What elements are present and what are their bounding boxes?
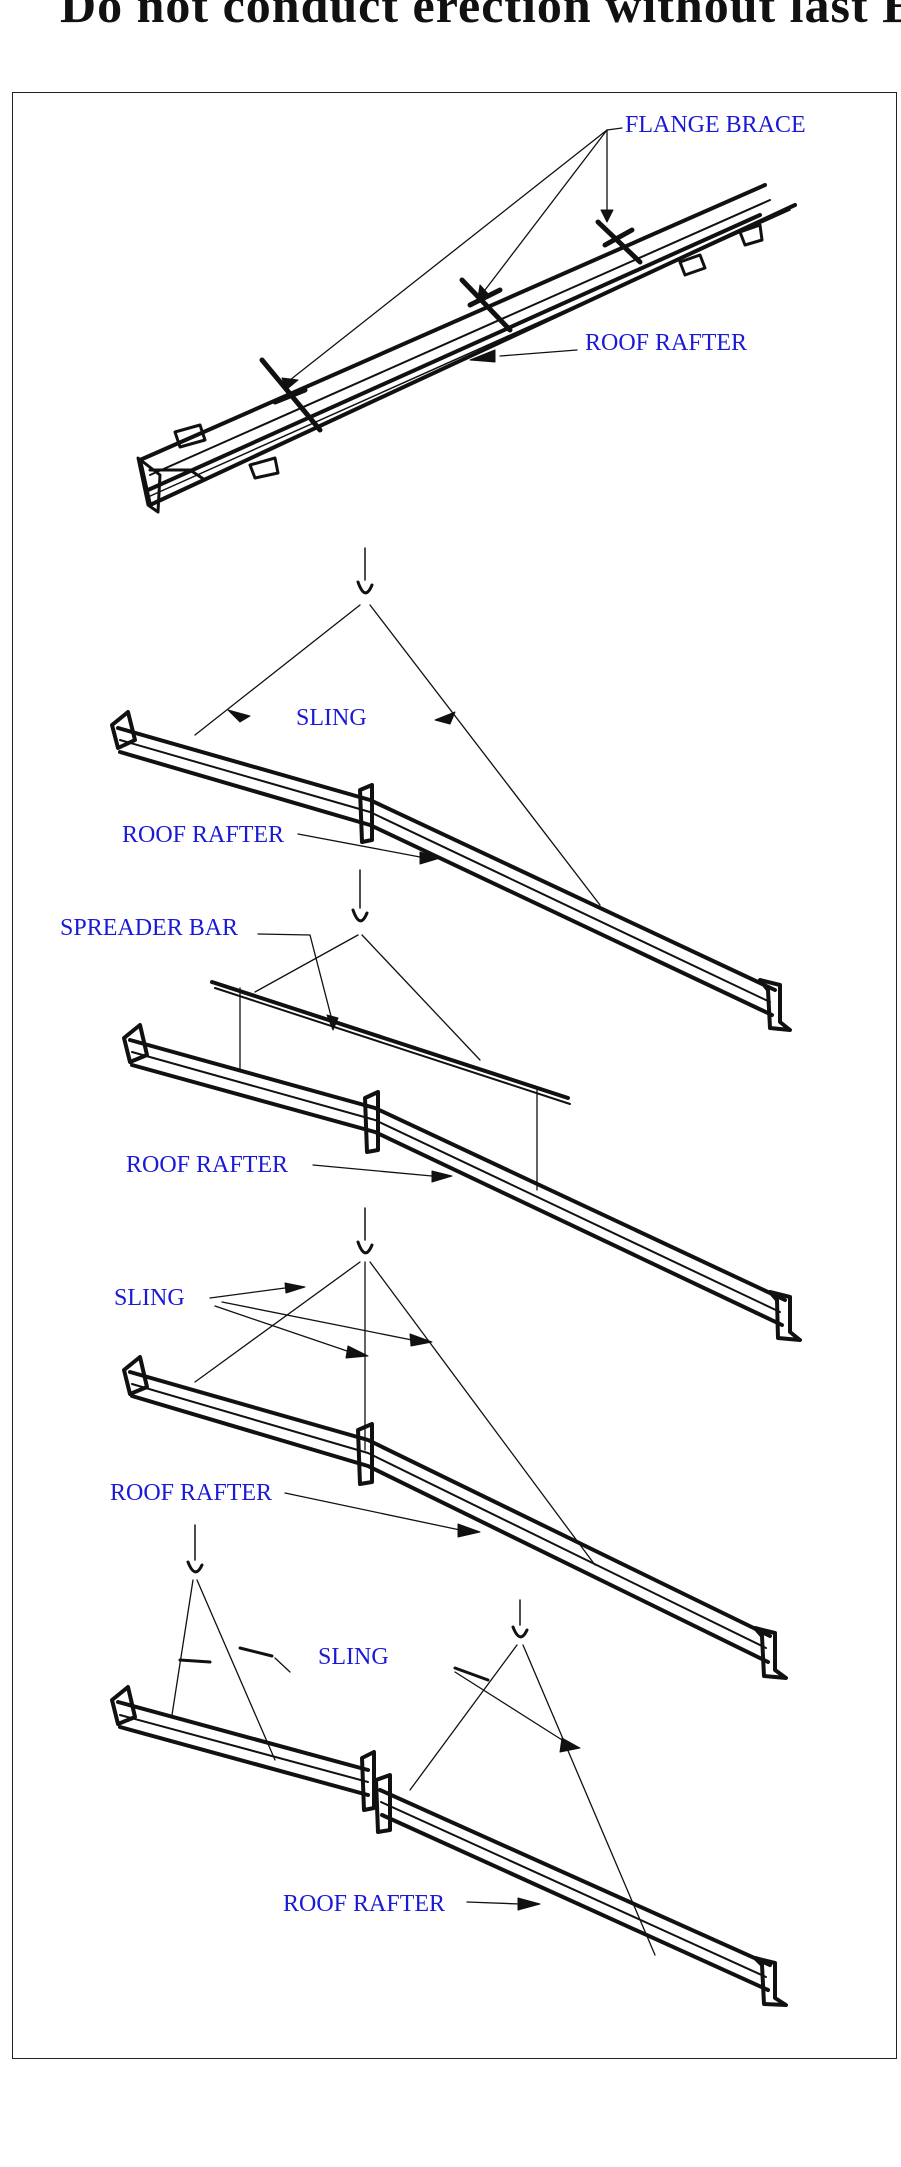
figure-two-piece — [110, 1524, 788, 2007]
header-text: Do not conduct erection without last Ere… — [60, 0, 901, 33]
hook-3 — [356, 1240, 374, 1255]
figure-spreader-bar — [122, 869, 802, 1342]
roof-rafter-braced — [138, 183, 797, 507]
label-roof-rafter-3: ROOF RAFTER — [126, 1152, 289, 1178]
hook-2 — [351, 908, 369, 923]
diagram-frame — [12, 92, 897, 2059]
spreader-bar — [210, 980, 571, 1105]
flange-brace-2 — [459, 277, 513, 333]
label-sling-2: SLING — [114, 1285, 185, 1311]
flange-brace-1 — [259, 357, 323, 433]
roof-rafter-spreader — [122, 1023, 802, 1342]
label-sling-3: SLING — [318, 1644, 389, 1670]
label-roof-rafter-5: ROOF RAFTER — [283, 1891, 446, 1917]
label-flange-brace: FLANGE BRACE — [625, 112, 806, 138]
label-roof-rafter-1: ROOF RAFTER — [585, 330, 748, 356]
flange-brace-3 — [595, 219, 643, 265]
figure-single-sling — [110, 547, 792, 1032]
hook-1 — [356, 580, 374, 595]
label-spreader-bar: SPREADER BAR — [60, 915, 239, 941]
roof-rafter-sling — [110, 710, 792, 1032]
figure-braced-rafter — [136, 127, 797, 514]
figure-double-sling — [122, 1207, 788, 1680]
roof-rafter-double-sling — [122, 1355, 788, 1680]
label-roof-rafter-2: ROOF RAFTER — [122, 822, 285, 848]
roof-rafter-right-piece — [374, 1773, 788, 2007]
label-sling-1: SLING — [296, 705, 367, 731]
page-header: Do not conduct erection without last Ere… — [0, 0, 901, 60]
hook-5 — [511, 1625, 529, 1639]
label-roof-rafter-4: ROOF RAFTER — [110, 1480, 273, 1506]
hook-4 — [186, 1560, 204, 1574]
roof-rafter-left-piece — [110, 1685, 376, 1812]
